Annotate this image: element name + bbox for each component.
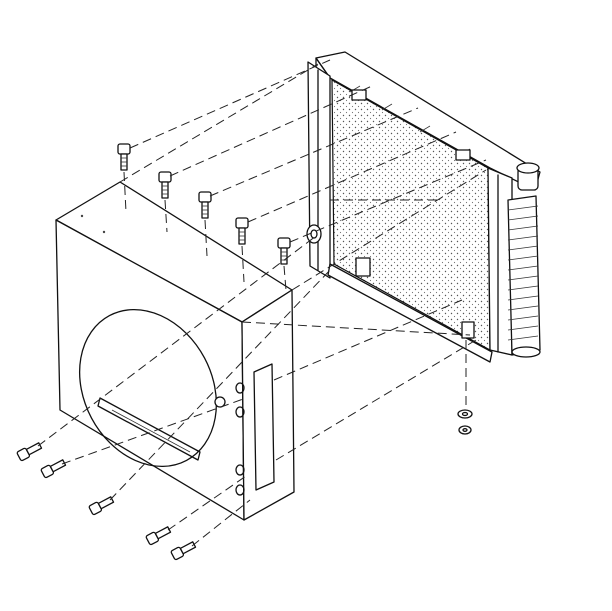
bolt-guide-lines [123,171,287,291]
mounting-holes [214,382,245,496]
bolt-icon [277,237,291,265]
bolt-icon [198,191,212,219]
bolt-icon [88,496,115,516]
bolt-icon [170,541,197,561]
radiator-hose [507,195,541,358]
bolt-icon [235,217,249,245]
assembly-guide-lines [37,59,487,547]
bolt-icon [145,526,172,546]
nut-icon [458,425,472,435]
radiator-assembly [306,51,541,363]
filler-neck [516,162,540,191]
fan-opening [78,308,218,468]
bottom-washer-nut [457,409,473,435]
washer-icon [457,409,473,419]
bolt-icon [40,459,67,479]
top-bolts [117,143,291,265]
bolt-icon [16,442,43,462]
side-bolts [16,442,197,561]
lower-fitting [306,224,322,244]
bolt-icon [158,171,172,199]
bolt-icon [117,143,131,171]
fan-shroud [55,181,295,521]
